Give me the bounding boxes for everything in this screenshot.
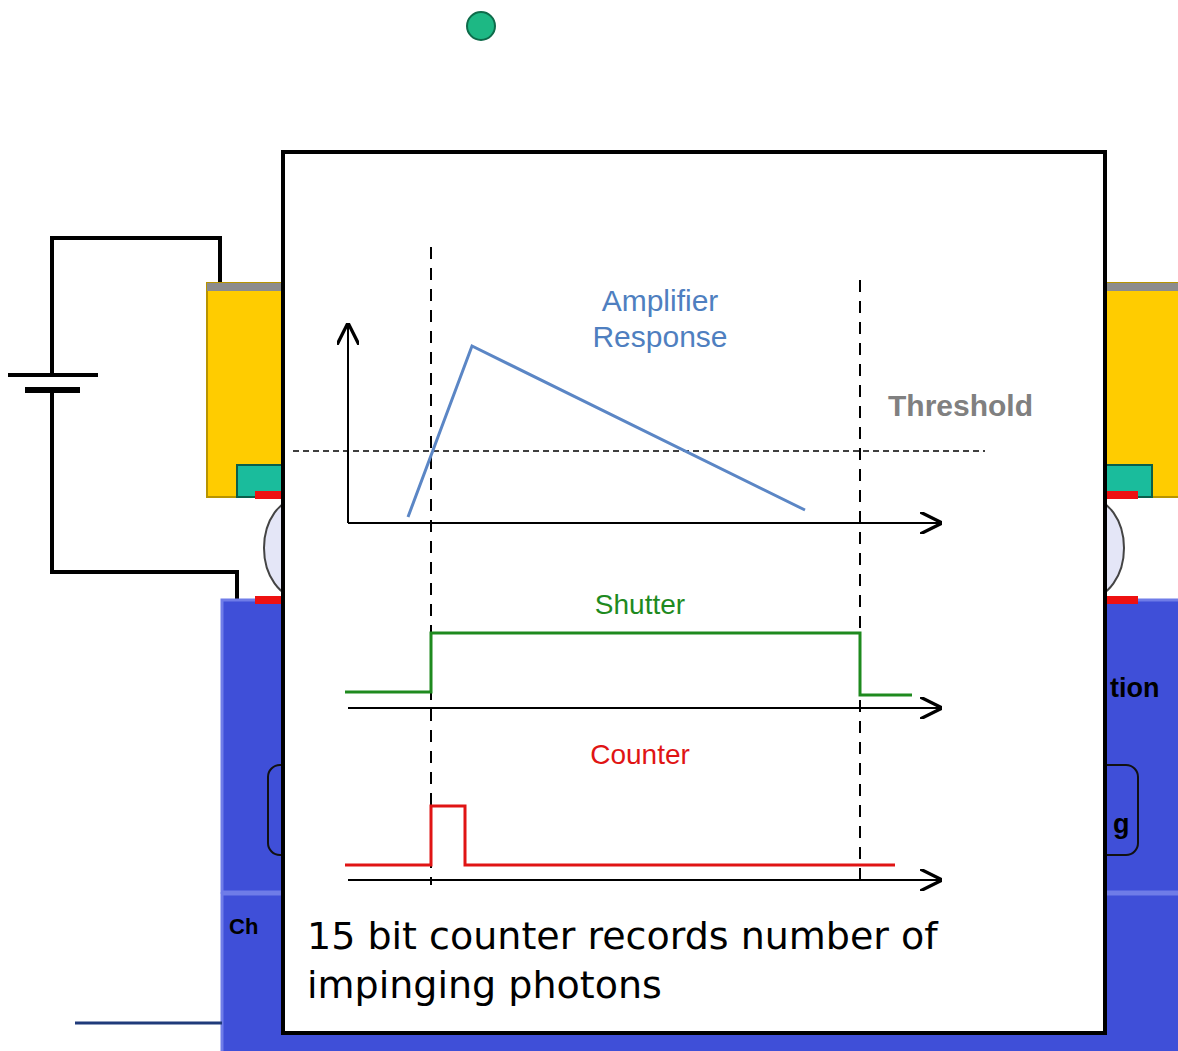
time-marker	[430, 247, 432, 885]
time-marker	[859, 280, 861, 885]
block-label: g	[1113, 808, 1130, 840]
counter-trace	[345, 806, 895, 865]
x-axis	[348, 707, 940, 709]
block-label: tion	[1110, 672, 1159, 704]
caption-text: 15 bit counter records number of impingi…	[307, 912, 1097, 1011]
battery-circuit	[8, 238, 237, 600]
block-label: Ch	[229, 914, 258, 940]
amplifier-trace	[408, 346, 805, 517]
signal-name: Threshold	[888, 388, 1033, 424]
signal-name: Shutter	[540, 588, 740, 622]
threshold-line	[293, 450, 985, 452]
x-axis	[348, 522, 940, 524]
timing-plot	[281, 150, 1107, 1035]
signal-name: Amplifier Response	[560, 283, 760, 355]
underline-rule	[75, 1022, 222, 1025]
y-axis	[347, 325, 349, 523]
signal-name: Counter	[540, 738, 740, 772]
photon-dot	[467, 12, 495, 40]
x-axis	[348, 879, 940, 881]
overlay-panel: 15 bit counter records number of impingi…	[281, 150, 1107, 1035]
shutter-trace	[345, 633, 912, 695]
